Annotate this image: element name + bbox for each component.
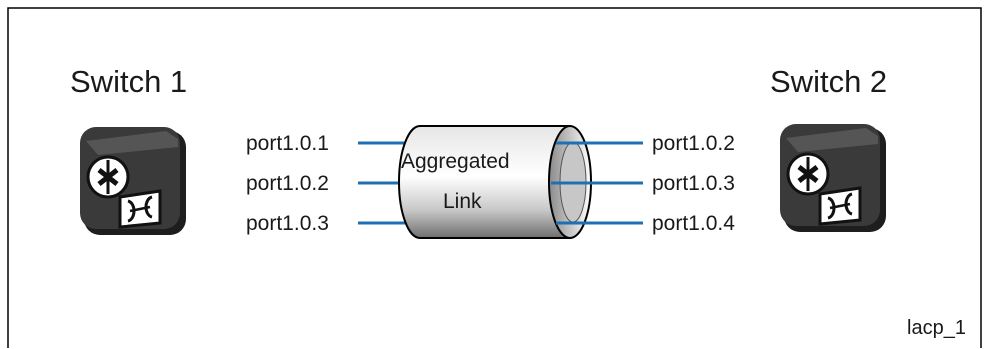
switch-1-port-label: port1.0.2 — [246, 172, 329, 195]
switch-2-title: Switch 2 — [770, 64, 888, 99]
aggregated-link-label-line1: Aggregated — [401, 150, 510, 173]
aggregated-link-label-line2: Link — [443, 190, 482, 213]
switch-1-icon — [80, 127, 186, 235]
aggregated-link-cylinder — [398, 125, 592, 239]
switch-2-port-label: port1.0.2 — [652, 132, 735, 155]
switch-1-title: Switch 1 — [70, 64, 188, 99]
switch-1-port-label: port1.0.1 — [246, 132, 329, 155]
switch-2-port-label: port1.0.3 — [652, 172, 735, 195]
switch-1-port-label: port1.0.3 — [246, 212, 329, 235]
switch-2-icon — [780, 124, 886, 232]
figure-id: lacp_1 — [907, 317, 966, 339]
diagram-frame — [7, 7, 982, 348]
switch-2-port-label: port1.0.4 — [652, 212, 735, 235]
